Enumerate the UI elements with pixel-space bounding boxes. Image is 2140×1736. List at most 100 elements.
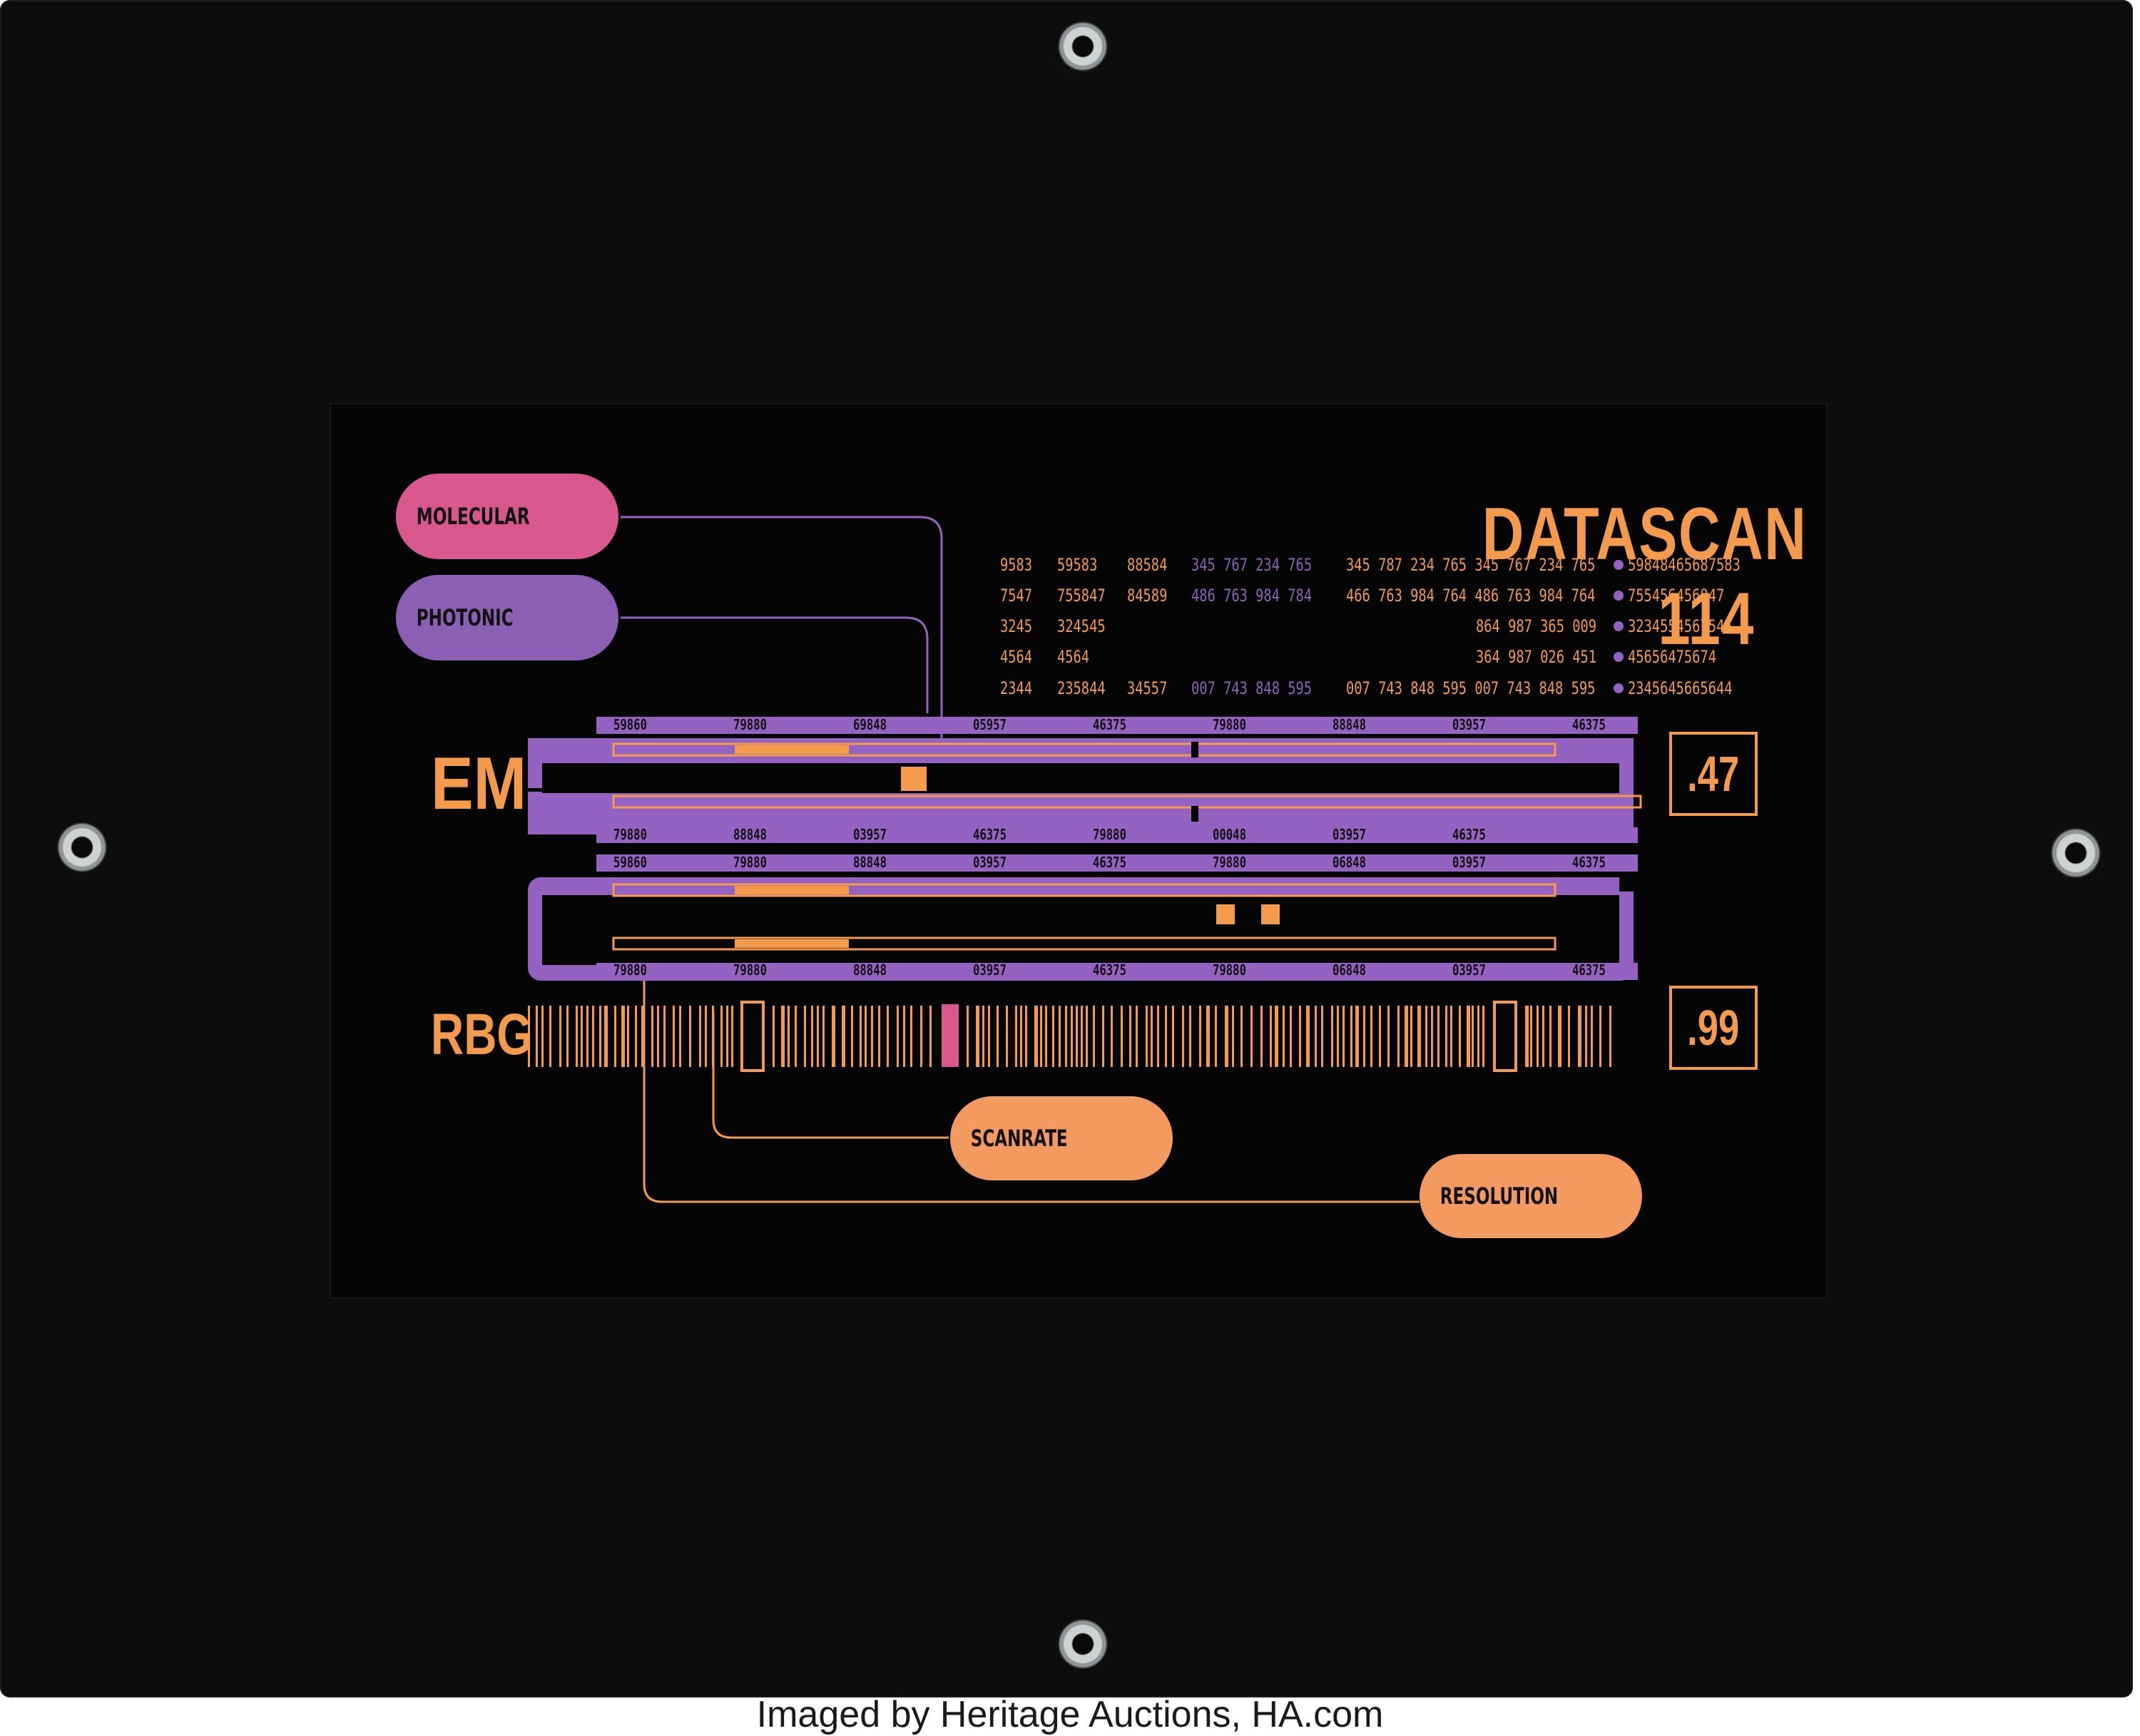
- rbg-bar: [910, 1006, 912, 1067]
- rbg-bar: [832, 1006, 835, 1067]
- scale-tick-label: 79880: [1093, 826, 1126, 843]
- readout-number: 45656475674: [1628, 647, 1716, 667]
- em-readout-value: .47: [1687, 746, 1740, 802]
- rbg-bar: [1260, 1006, 1263, 1067]
- readout-number: 486 763 984 784: [1191, 586, 1313, 606]
- scale-tick-label: 46375: [973, 826, 1007, 843]
- rbg-bar: [822, 1006, 825, 1067]
- rbg-bar: [604, 1006, 608, 1067]
- rbg-bar: [720, 1006, 723, 1067]
- rbg-bar: [1071, 1006, 1073, 1067]
- rbg-bar: [657, 1006, 659, 1067]
- rbg-bar: [1591, 1006, 1593, 1067]
- rbg-bar: [1472, 1006, 1474, 1067]
- rbg-bar: [1578, 1006, 1581, 1067]
- rbg-bar: [817, 1006, 819, 1067]
- rbg-bar: [1225, 1006, 1228, 1067]
- photonic-button-label: PHOTONIC: [416, 604, 514, 631]
- scale-tick-label: 00048: [1213, 826, 1246, 843]
- rbg-bar: [635, 1006, 637, 1067]
- scale-tick-label: 05957: [973, 716, 1007, 733]
- rbg-bar: [988, 1006, 990, 1067]
- rbg-bar: [1331, 1006, 1333, 1067]
- readout-number: 324545: [1057, 616, 1106, 636]
- rbg-bar: [811, 1006, 813, 1067]
- rbg-bar: [705, 1006, 707, 1067]
- readout-number: 007 743 848 595: [1191, 678, 1313, 698]
- em-readout: .47: [1669, 732, 1758, 816]
- rbg-bar: [1182, 1006, 1184, 1067]
- rbg-bar: [1275, 1006, 1278, 1067]
- rbg-bar: [1086, 1006, 1088, 1067]
- rbg-bar: [1215, 1006, 1217, 1067]
- readout-number: 864 987 365 009: [1476, 616, 1597, 636]
- bullet-icon: [1614, 683, 1624, 693]
- photonic-button[interactable]: PHOTONIC: [396, 575, 618, 660]
- rbg-bar: [1568, 1006, 1570, 1067]
- rbg-bar: [1306, 1006, 1310, 1067]
- readout-number: 3234554567545: [1628, 616, 1733, 636]
- scale-tick-label: 79880: [1213, 854, 1246, 871]
- scale-tick-label: 79880: [1213, 716, 1246, 733]
- image-caption: Imaged by Heritage Auctions, HA.com: [756, 1694, 1384, 1735]
- rbg-bar: [929, 1006, 932, 1067]
- rbg-bar: [897, 1006, 899, 1067]
- rbg-bar: [1136, 1006, 1138, 1067]
- scale-tick-label: 69848: [853, 716, 887, 733]
- readout-number: 88584: [1127, 555, 1168, 575]
- rbg-bar: [679, 1006, 681, 1067]
- scale-tick-label: 46375: [1452, 826, 1486, 843]
- rbg-bar: [982, 1006, 984, 1067]
- rbg-bar: [1482, 1006, 1484, 1067]
- rbg-bar: [1240, 1006, 1243, 1067]
- readout-number: 4564: [1057, 647, 1090, 667]
- rbg-bar: [1065, 1006, 1067, 1067]
- rbg-bar: [1530, 1006, 1532, 1067]
- scale-tick-label: 79880: [1213, 961, 1246, 979]
- rbg-bar: [1609, 1006, 1611, 1067]
- scale-tick-label: 59860: [613, 716, 647, 733]
- rbg-bar: [1172, 1006, 1174, 1067]
- rbg-label: RBG: [431, 1002, 533, 1067]
- rbg-bar: [1467, 1006, 1470, 1067]
- rbg-bar: [1405, 1006, 1408, 1067]
- rbg-bar: [1111, 1006, 1113, 1067]
- rbg-bar: [1342, 1006, 1345, 1067]
- readout-number: 2345645665644: [1628, 678, 1733, 698]
- rbg-bar: [614, 1006, 616, 1067]
- resolution-button[interactable]: RESOLUTION: [1420, 1154, 1642, 1238]
- screw-left-icon: [57, 822, 107, 872]
- screw-bottom-icon: [1058, 1619, 1108, 1669]
- rbg-bar: [528, 1006, 530, 1067]
- scale-tick-label: 03957: [973, 961, 1007, 979]
- rbg-bar: [851, 1006, 853, 1067]
- readout-number: 59848465687583: [1628, 555, 1741, 575]
- scanrate-button[interactable]: SCANRATE: [950, 1096, 1173, 1180]
- scale-tick-label: 46375: [1572, 716, 1606, 733]
- rbg-bar: [1040, 1006, 1042, 1067]
- molecular-button[interactable]: MOLECULAR: [396, 474, 618, 559]
- rbg-bar: [1121, 1006, 1123, 1067]
- rbg-bar: [1020, 1006, 1022, 1067]
- readout-number: 34557: [1127, 678, 1168, 698]
- rbg-bar: [1299, 1006, 1301, 1067]
- rbg-bar: [795, 1006, 797, 1067]
- scale-tick-label: 03957: [973, 854, 1007, 871]
- rbg-readout: .99: [1669, 986, 1758, 1070]
- rbg-bar: [1387, 1006, 1390, 1067]
- rbg-bar: [1370, 1006, 1372, 1067]
- bullet-icon: [1614, 652, 1624, 662]
- rbg-bar: [1379, 1006, 1381, 1067]
- page-title: DATASCAN 114: [1482, 493, 1808, 660]
- rbg-bar: [1337, 1006, 1339, 1067]
- rbg-bar: [1558, 1006, 1561, 1067]
- readout-number: 755456456847: [1628, 586, 1725, 606]
- resolution-button-label: RESOLUTION: [1440, 1183, 1559, 1210]
- rbg-bar: [860, 1006, 862, 1067]
- rbg-bar: [689, 1006, 691, 1067]
- rbg-bar: [1283, 1006, 1285, 1067]
- scale-tick-label: 46375: [1572, 854, 1606, 871]
- rbg-bar: [1025, 1006, 1027, 1067]
- scale-tick-label: 03957: [1452, 854, 1486, 871]
- rbg-bar: [663, 1006, 666, 1067]
